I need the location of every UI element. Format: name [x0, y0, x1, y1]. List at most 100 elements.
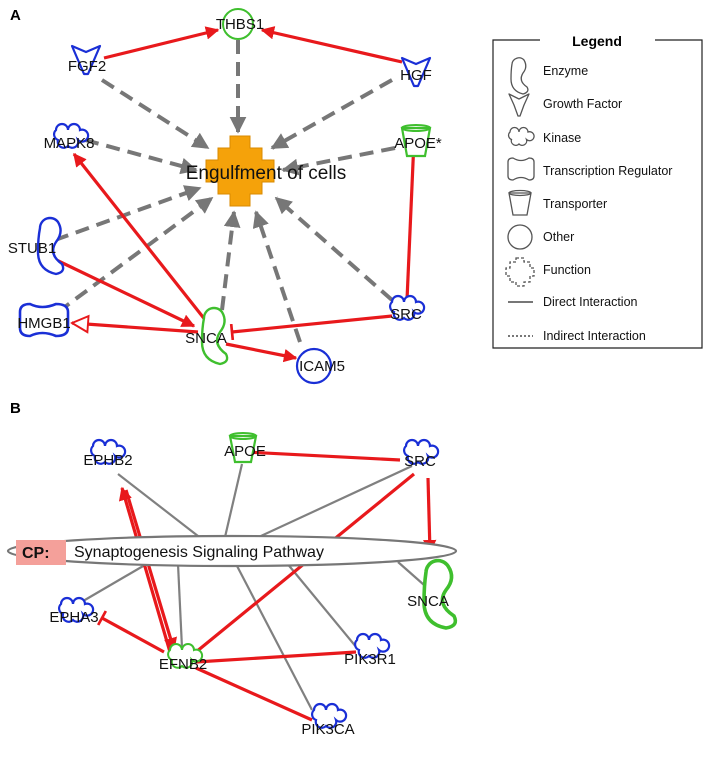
- node-fgf2-label: FGF2: [68, 58, 106, 75]
- node-snca-b-label: SNCA: [407, 593, 449, 610]
- kinase-icon: [167, 643, 204, 669]
- node-snca-b[interactable]: SNCA: [407, 558, 458, 630]
- legend-label-other: Other: [543, 230, 574, 244]
- kinase-icon: [58, 596, 95, 623]
- node-stub1-label: STUB1: [8, 240, 56, 257]
- edge-apoe-src-b: [245, 450, 401, 462]
- panel-a-direct-edges: [47, 26, 416, 363]
- edge-apoe-engulfment: [281, 146, 396, 176]
- node-efnb2[interactable]: EFNB2: [159, 643, 207, 673]
- enzyme-icon: [36, 216, 65, 276]
- kinase-icon: [354, 632, 391, 659]
- node-icam5-label: ICAM5: [299, 358, 345, 375]
- edge-fgf2-engulfment: [100, 78, 210, 150]
- node-pik3ca-label: PIK3CA: [301, 721, 354, 738]
- node-snca-a[interactable]: SNCA: [185, 306, 229, 366]
- node-epha3[interactable]: EPHA3: [49, 596, 99, 626]
- legend-frame: [492, 39, 703, 349]
- edge-snca-mapk8: [72, 152, 212, 327]
- transporter-rim: [401, 124, 431, 132]
- node-src-b-label: SRC: [404, 453, 436, 470]
- edge-ephb2-efnb2: [124, 489, 177, 652]
- node-pik3ca[interactable]: PIK3CA: [301, 702, 355, 738]
- node-epha3-label: EPHA3: [49, 609, 98, 626]
- growth-factor-icon: [400, 56, 432, 88]
- node-apoe-a[interactable]: APOE*: [394, 124, 442, 158]
- node-apoe-b[interactable]: APOE: [224, 432, 266, 464]
- other-icon: [295, 347, 333, 385]
- pathway-node[interactable]: CP: Synaptogenesis Signaling Pathway: [6, 534, 458, 568]
- node-hgf-label: HGF: [400, 67, 432, 84]
- enzyme-icon: [422, 558, 458, 630]
- edge-efnb2-ephb2: [118, 486, 172, 653]
- transporter-icon: [508, 192, 532, 216]
- node-hmgb1-label: HMGB1: [17, 315, 70, 332]
- legend-item-other: Other: [507, 224, 574, 250]
- node-hgf[interactable]: HGF: [400, 56, 432, 88]
- legend-label-direct: Direct Interaction: [543, 295, 638, 309]
- legend-item-enzyme: Enzyme: [510, 57, 588, 95]
- transporter-rim: [229, 432, 257, 440]
- node-hmgb1[interactable]: HMGB1: [17, 302, 71, 338]
- edge-src-engulfment: [274, 196, 394, 302]
- function-node-label: Engulfment of cells: [186, 163, 347, 184]
- panel-a-letter: A: [10, 7, 21, 24]
- node-apoe-b-label: APOE: [224, 443, 266, 460]
- panel-b-letter: B: [10, 400, 21, 417]
- enzyme-icon: [200, 306, 229, 366]
- node-thbs1-label: THBS1: [216, 16, 264, 33]
- legend-item-function: Function: [505, 257, 591, 287]
- edge-snca-hmgb1: [72, 323, 199, 332]
- kinase-icon: [311, 702, 348, 729]
- edge-src-snca: [229, 314, 393, 341]
- transcription-regulator-icon: [507, 157, 535, 181]
- legend-label-growth-factor: Growth Factor: [543, 97, 622, 111]
- node-src-b[interactable]: SRC: [403, 438, 440, 470]
- transcription-regulator-icon: [18, 302, 70, 338]
- edge-stub1-engulfment: [54, 185, 202, 242]
- pathway-tag: CP:: [22, 545, 50, 562]
- kinase-icon: [507, 126, 535, 146]
- edge-snca-engulfment: [220, 210, 241, 311]
- kinase-icon: [389, 294, 426, 321]
- legend: Legend Enzyme Growth Factor Kinase Trans…: [492, 33, 703, 349]
- enzyme-icon: [510, 57, 529, 95]
- edge-hmgb1-engulfment: [56, 196, 214, 314]
- node-icam5[interactable]: ICAM5: [295, 347, 345, 385]
- growth-factor-icon: [508, 93, 530, 117]
- node-src-a[interactable]: SRC: [389, 294, 426, 323]
- edge-fgf2-thbs1: [103, 26, 220, 60]
- legend-label-enzyme: Enzyme: [543, 64, 588, 78]
- edge-snca-icam5: [225, 342, 298, 363]
- edge-efnb2-pik3r1: [195, 650, 357, 664]
- edge-efnb2-epha3: [96, 610, 165, 654]
- edge-apoe-src: [405, 139, 416, 301]
- node-thbs1[interactable]: THBS1: [216, 8, 264, 40]
- panel-b-direct-edges: [96, 450, 437, 722]
- legend-item-indirect: Indirect Interaction: [508, 329, 646, 343]
- function-gear-shape: [205, 135, 275, 207]
- legend-item-direct: Direct Interaction: [508, 295, 638, 309]
- function-node-engulfment: Engulfment of cells: [186, 135, 347, 207]
- node-mapk8[interactable]: MAPK8: [44, 122, 95, 152]
- legend-label-indirect: Indirect Interaction: [543, 329, 646, 343]
- transporter-icon: [400, 126, 432, 158]
- edge-stub1-snca: [47, 254, 196, 328]
- node-ephb2-label: EPHB2: [83, 452, 132, 469]
- legend-item-transporter: Transporter: [508, 189, 607, 216]
- edge-src-snca-b: [422, 477, 437, 554]
- node-fgf2[interactable]: FGF2: [68, 44, 106, 76]
- legend-item-kinase: Kinase: [507, 126, 581, 146]
- edge-pathway-pik3ca: [235, 563, 313, 711]
- legend-label-kinase: Kinase: [543, 131, 581, 145]
- node-pik3r1[interactable]: PIK3R1: [344, 632, 396, 668]
- legend-item-growth-factor: Growth Factor: [508, 93, 622, 117]
- node-stub1[interactable]: STUB1: [8, 216, 65, 276]
- node-ephb2[interactable]: EPHB2: [83, 438, 133, 469]
- edge-mapk8-engulfment: [84, 138, 198, 175]
- function-icon: [505, 257, 535, 287]
- node-pik3r1-label: PIK3R1: [344, 651, 396, 668]
- node-apoe-a-label: APOE*: [394, 135, 442, 152]
- other-icon: [222, 8, 254, 40]
